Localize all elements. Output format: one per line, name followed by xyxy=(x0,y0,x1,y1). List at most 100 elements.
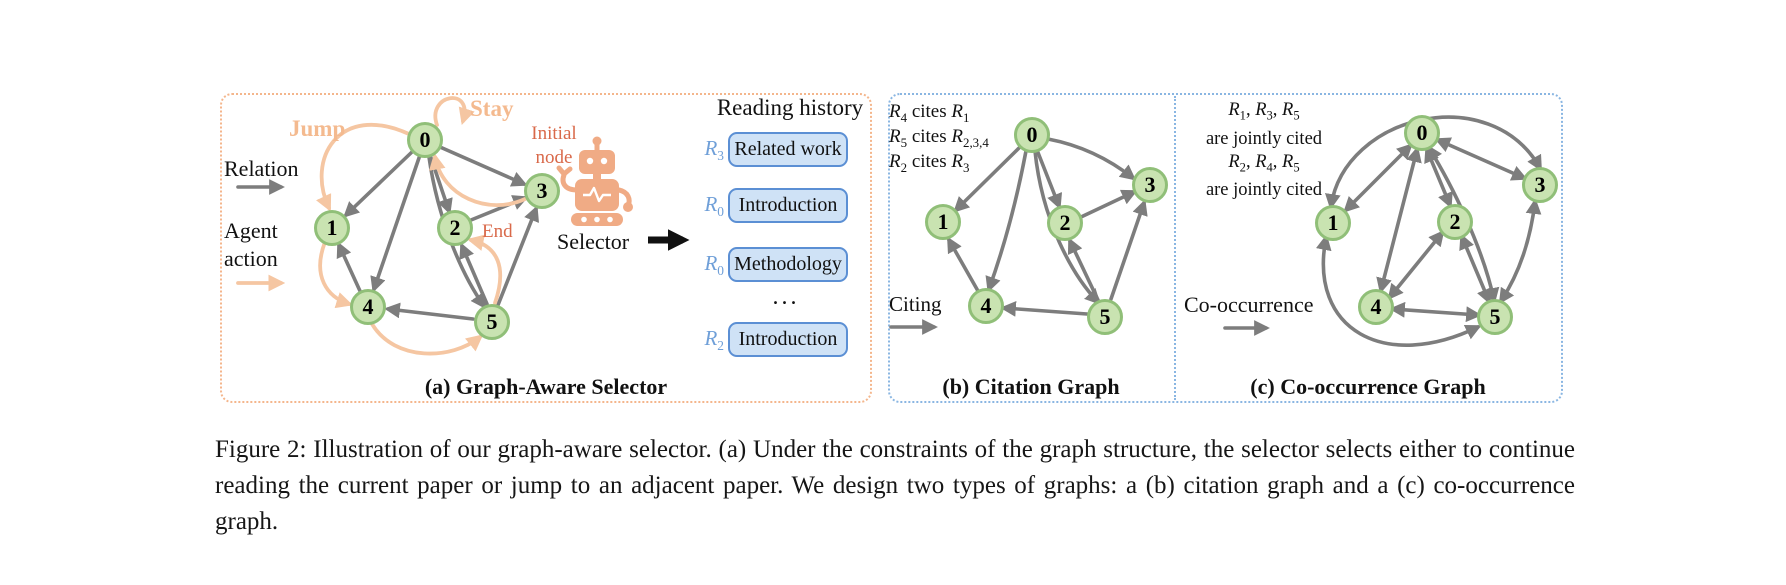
node-label-c5: 5 xyxy=(1489,304,1501,329)
reading-history-item-1: Introduction xyxy=(728,188,848,223)
node-label-a5: 5 xyxy=(486,309,498,334)
edge-c-1-5 xyxy=(1315,234,1482,347)
edge-b-5-4 xyxy=(1000,300,1089,317)
initial-node-label-line2: node xyxy=(535,147,573,168)
co-occurrence-fact-0: R1, R3, R5 xyxy=(1228,100,1300,123)
node-label-a3: 3 xyxy=(536,178,548,203)
edge-b-0-1 xyxy=(953,146,1021,213)
panel-a-agent-edges xyxy=(316,96,527,356)
agent-edge-1-4 xyxy=(318,240,353,309)
graph-node xyxy=(1315,205,1351,241)
panel-a-title: (a) Graph-Aware Selector xyxy=(424,374,668,399)
edge-b-2-3 xyxy=(1079,189,1138,219)
reading-history-item-0: Related work xyxy=(728,132,848,167)
node-label-b2: 2 xyxy=(1059,210,1071,235)
edge-b-0-3 xyxy=(1046,137,1137,181)
edge-b-0-5 xyxy=(1033,149,1101,305)
relation-legend-label: Relation xyxy=(224,156,299,181)
panel-divider xyxy=(1174,96,1176,400)
initial-node-label-line1: Initial xyxy=(531,123,577,144)
legend-arrows xyxy=(236,179,1270,336)
co-occurrence-fact-1: are jointly cited xyxy=(1205,128,1323,149)
node-label-a4: 4 xyxy=(362,294,374,319)
edge-a-0-1 xyxy=(343,149,415,218)
reading-history-title: Reading history xyxy=(716,95,864,120)
node-label-a0: 0 xyxy=(419,127,431,152)
edge-b-0-2 xyxy=(1035,148,1063,210)
figure-caption: Figure 2: Illustration of our graph-awar… xyxy=(215,436,1575,535)
graph-node xyxy=(350,289,386,325)
graph-node xyxy=(1522,167,1558,203)
graph-node xyxy=(1087,299,1123,335)
end-label: End xyxy=(482,221,513,242)
agent-edge-3-0 xyxy=(429,152,527,207)
node-label-a1: 1 xyxy=(326,215,338,240)
agent-action-legend-label-line1: Agent xyxy=(224,218,278,243)
graph-node xyxy=(1358,289,1394,325)
graph-node xyxy=(437,210,473,246)
agent-edge-end-5-2 xyxy=(466,234,503,305)
agent-edge-jump-0-1 xyxy=(316,122,411,212)
reading-history-ref-0: R3 xyxy=(704,136,724,164)
graph-node xyxy=(1047,205,1083,241)
graph-nodes xyxy=(314,115,1558,340)
edge-a-5-2 xyxy=(459,242,489,306)
edge-c-0-3 xyxy=(1434,137,1528,181)
node-label-b3: 3 xyxy=(1144,172,1156,197)
graph-node xyxy=(407,122,443,158)
graph-node xyxy=(524,173,560,209)
citing-legend-label: Citing xyxy=(889,292,942,316)
node-label-c1: 1 xyxy=(1327,210,1339,235)
graph-node xyxy=(1014,117,1050,153)
node-label-c2: 2 xyxy=(1449,209,1461,234)
co-occurrence-legend-label: Co-occurrence xyxy=(1184,292,1314,317)
edge-c-2-5 xyxy=(1459,233,1492,305)
stay-label: Stay xyxy=(470,96,514,121)
citation-fact-1: R5 cites R2,3,4 xyxy=(889,126,989,150)
citation-fact-2: R2 cites R3 xyxy=(889,151,970,175)
graph-node xyxy=(925,204,961,240)
edge-b-4-1 xyxy=(947,236,980,293)
edge-a-5-3 xyxy=(496,205,539,307)
node-label-c3: 3 xyxy=(1534,172,1546,197)
jump-label: Jump xyxy=(289,116,346,141)
edge-b-0-4 xyxy=(985,149,1028,293)
panel-c-title: (c) Co-occurrence Graph xyxy=(1250,374,1486,399)
edge-b-5-3 xyxy=(1109,199,1148,301)
panel-a-border xyxy=(220,93,872,403)
edge-a-0-3 xyxy=(438,145,528,187)
node-label-b5: 5 xyxy=(1099,304,1111,329)
node-label-b0: 0 xyxy=(1026,122,1038,147)
selector-label: Selector xyxy=(557,229,630,254)
reading-history-ref-2: R0 xyxy=(704,251,724,279)
graph-node xyxy=(1477,299,1513,335)
edge-a-5-4 xyxy=(384,302,475,321)
edge-a-4-1 xyxy=(336,241,362,293)
edge-c-3-5 xyxy=(1498,198,1542,305)
panel-b-edges xyxy=(947,137,1148,317)
graph-node xyxy=(1437,204,1473,240)
citation-fact-0: R4 cites R1 xyxy=(889,101,970,125)
reading-history-ref-3: R2 xyxy=(704,326,724,354)
node-label-b4: 4 xyxy=(980,293,992,318)
reading-history-item-3: Introduction xyxy=(728,322,848,357)
reading-history-item-2: Methodology xyxy=(728,247,848,282)
graph-node xyxy=(474,304,510,340)
agent-action-legend-label-line2: action xyxy=(224,246,278,271)
agent-edge-4-5 xyxy=(370,322,484,356)
robot-icon xyxy=(556,136,633,226)
edge-c-2-4 xyxy=(1387,229,1445,301)
edge-b-5-2 xyxy=(1067,237,1100,302)
node-label-c4: 4 xyxy=(1370,294,1382,319)
panel-bc-border xyxy=(888,93,1563,403)
edge-c-4-5 xyxy=(1389,301,1482,323)
reading-history-ellipsis: ... xyxy=(772,284,800,310)
co-occurrence-fact-2: R2, R4, R5 xyxy=(1228,151,1300,175)
graph-node xyxy=(968,288,1004,324)
node-label-a2: 2 xyxy=(449,215,461,240)
edge-a-0-4 xyxy=(370,153,422,293)
panel-b-title: (b) Citation Graph xyxy=(942,374,1120,399)
graph-node xyxy=(314,210,350,246)
